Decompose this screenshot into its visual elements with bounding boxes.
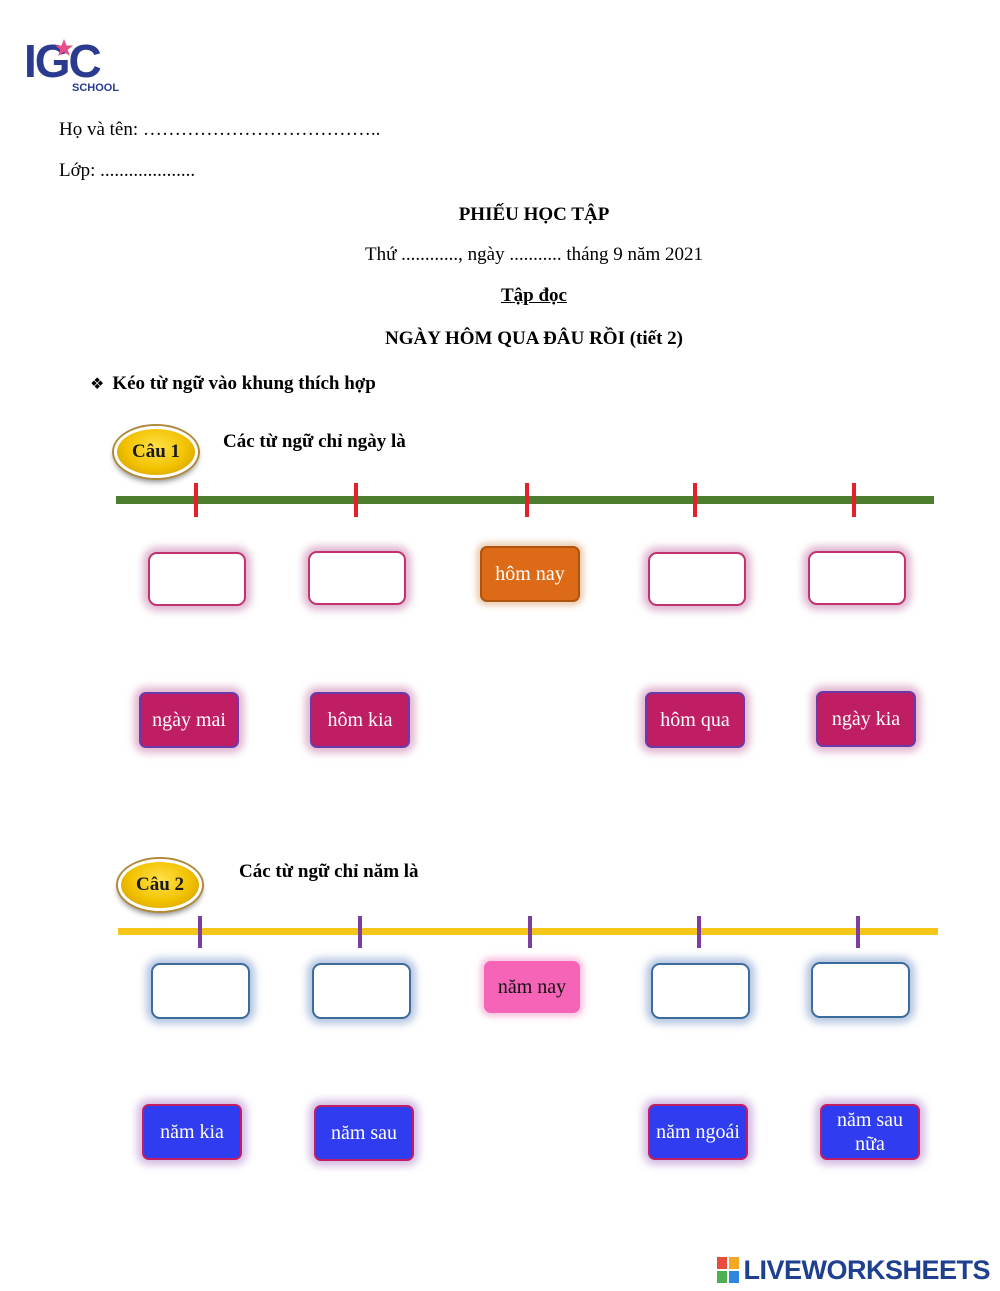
question-1-badge: Câu 1 [114,426,198,478]
timeline-2-tick [358,916,362,948]
liveworksheets-mark-icon [717,1257,740,1283]
drop-slot-q2-1[interactable] [151,963,250,1019]
drop-slot-q1-4[interactable] [648,552,746,606]
drag-word-q2-3[interactable]: năm ngoái [648,1104,748,1160]
star-icon [55,39,73,56]
drop-slot-q2-2[interactable] [312,963,411,1019]
question-1-prompt: Các từ ngữ chỉ ngày là [223,431,406,452]
instruction: ❖ Kéo từ ngữ vào khung thích hợp [90,373,376,395]
drag-word-q1-4[interactable]: ngày kia [816,691,916,747]
timeline-2-tick [856,916,860,948]
lesson-title: NGÀY HÔM QUA ĐÂU RỒI (tiết 2) [385,328,683,349]
drag-word-q2-2[interactable]: năm sau [314,1105,414,1161]
drag-word-q1-2[interactable]: hôm kia [310,692,410,748]
subject-heading: Tập đọc [501,285,567,306]
drag-word-q1-3[interactable]: hôm qua [645,692,745,748]
class-line: Lớp: .................... [59,160,196,181]
drag-word-q2-4[interactable]: năm sau nữa [820,1104,920,1160]
name-line: Họ và tên: ……………………………….. [59,119,381,140]
given-word-q2: năm nay [484,961,580,1013]
question-2-badge: Câu 2 [118,859,202,911]
timeline-2-tick [528,916,532,948]
timeline-1-tick [354,483,358,517]
logo-school: SCHOOL [72,82,120,94]
diamond-bullet-icon: ❖ [90,374,105,393]
timeline-1-tick [194,483,198,517]
timeline-2-tick [697,916,701,948]
drag-word-q1-1[interactable]: ngày mai [139,692,239,748]
timeline-2-tick [198,916,202,948]
school-logo: IGC SCHOOL [24,35,134,102]
instruction-text: Kéo từ ngữ vào khung thích hợp [112,373,376,394]
drag-word-q2-1[interactable]: năm kia [142,1104,242,1160]
timeline-1-tick [525,483,529,517]
liveworksheets-logo: LIVEWORKSHEETS [717,1253,990,1287]
timeline-1-tick [693,483,697,517]
timeline-1-tick [852,483,856,517]
given-word-q1: hôm nay [480,546,580,602]
question-2-prompt: Các từ ngữ chỉ năm là [239,861,419,882]
page-title: PHIẾU HỌC TẬP [458,204,610,225]
drop-slot-q1-2[interactable] [308,551,406,605]
date-line: Thứ ............, ngày ........... tháng… [364,244,703,265]
drop-slot-q2-4[interactable] [651,963,750,1019]
drop-slot-q1-5[interactable] [808,551,906,605]
drop-slot-q1-1[interactable] [148,552,246,606]
liveworksheets-brand: LIVEWORKSHEETS [743,1254,990,1285]
drop-slot-q2-5[interactable] [811,962,910,1018]
